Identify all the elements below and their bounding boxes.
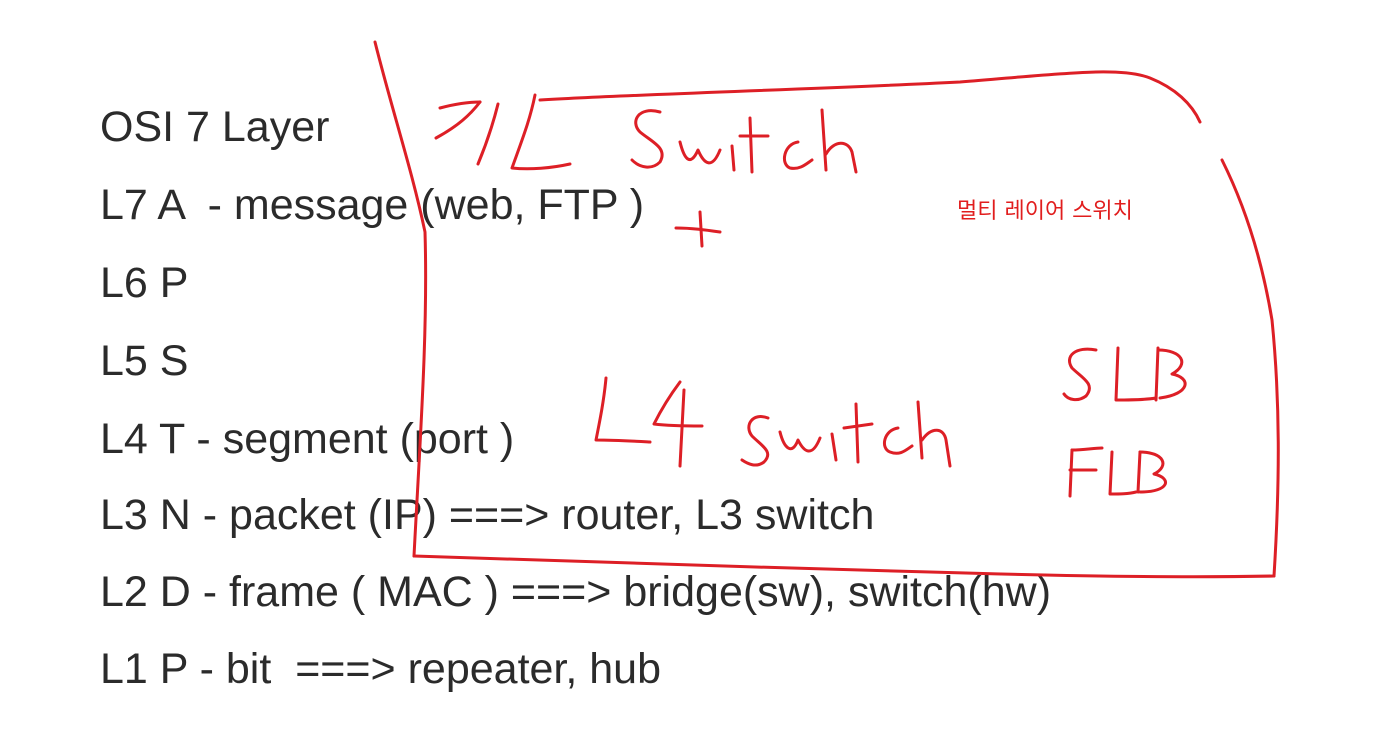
layer-2-line: L2 D - frame ( MAC ) ===> bridge(sw), sw… <box>100 568 1052 616</box>
osi-title-line: OSI 7 Layer <box>100 103 330 151</box>
layer-4-line: L4 T - segment (port ) <box>100 415 515 463</box>
layer-1-line: L1 P - bit ===> repeater, hub <box>100 645 662 693</box>
layer-6-line: L6 P <box>100 259 189 307</box>
layer-3-line: L3 N - packet (IP) ===> router, L3 switc… <box>100 491 875 539</box>
osi-layer-list: OSI 7 Layer L7 A - message (web, FTP ) L… <box>100 0 1200 735</box>
layer-7-line: L7 A - message (web, FTP ) <box>100 181 645 229</box>
multilayer-switch-note: 멀티 레이어 스위치 <box>957 199 1133 224</box>
layer-5-line: L5 S <box>100 337 189 385</box>
